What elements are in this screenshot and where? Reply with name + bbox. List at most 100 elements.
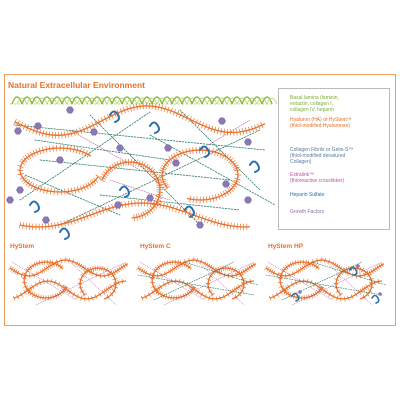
collagen-fibril — [137, 274, 255, 296]
hyaluronan-tick — [289, 262, 292, 267]
basal-arc — [166, 97, 178, 105]
hyaluronan-tick — [215, 267, 219, 273]
hyaluronan-tick — [39, 269, 44, 274]
hyaluronan-tick — [206, 278, 212, 281]
hyaluronan-tick — [231, 273, 234, 279]
hyaluronan-tick — [27, 289, 32, 294]
basal-arc — [26, 97, 38, 105]
crosslinker-line — [199, 119, 251, 151]
hyaluronan-tick — [47, 264, 51, 269]
hyaluronan-tick — [287, 263, 291, 268]
hyaluronan-tick — [170, 154, 175, 161]
hyaluronan-tick — [159, 284, 163, 290]
hyaluronan-tick — [343, 296, 346, 302]
hyaluronan-tick — [211, 148, 214, 155]
hyaluronan-tick — [151, 171, 158, 176]
basal-arc — [226, 97, 238, 105]
hyaluronan-tick — [281, 268, 286, 273]
hyaluronan-tick — [224, 189, 229, 196]
hyaluronan-tick — [85, 183, 89, 190]
basal-arc — [221, 96, 233, 105]
hyaluronan-tick — [163, 105, 167, 112]
hyaluronan-tick — [270, 269, 274, 275]
hyaluronan-tick — [231, 266, 234, 272]
hyaluronan-tick — [171, 278, 173, 284]
hyaluronan-tick — [103, 266, 106, 272]
hyaluronan-tick — [100, 117, 105, 124]
hyaluronan-tick — [211, 270, 215, 275]
hyaluronan-tick — [295, 295, 298, 300]
hyaluronan-tick — [41, 259, 43, 265]
hyaluronan-tick — [207, 263, 211, 268]
hyaluronan-tick — [19, 160, 25, 165]
hyaluronan-tick — [133, 159, 135, 166]
hyaluronan-tick — [160, 292, 164, 298]
hyaluronan-tick — [328, 292, 332, 297]
hyaluronan-tick — [140, 268, 144, 273]
hyaluronan-tick — [188, 116, 192, 123]
basal-arc — [261, 96, 273, 105]
hyaluronan-tick — [291, 282, 294, 287]
legend-basal-lamina: Basal lamina (laminin, entactin, collage… — [290, 95, 339, 113]
hyaluronan-tick — [98, 292, 102, 297]
hyaluronan-tick — [156, 273, 159, 279]
hyaluronan-tick — [240, 270, 244, 275]
hyaluronan-tick — [268, 295, 272, 301]
hyaluronan-tick — [146, 208, 151, 215]
hyaluronan-tick — [287, 284, 291, 290]
hyaluronan-tick — [64, 131, 66, 139]
hyaluronan-tick — [27, 152, 32, 159]
hyaluronan-tick — [179, 150, 182, 157]
hyaluronan-tick — [214, 149, 217, 156]
hyaluronan-tick — [213, 267, 217, 272]
hyaluronan-tick — [153, 288, 159, 292]
basal-arc — [246, 97, 258, 105]
basal-arc — [211, 96, 223, 105]
growth-factor-mark — [16, 186, 24, 194]
hyaluronan-tick — [112, 270, 116, 275]
hyaluronan-tick — [94, 120, 98, 127]
hyaluronan-tick — [23, 179, 29, 184]
hyaluronan-tick — [130, 158, 132, 166]
hyaluronan-backbone — [101, 161, 161, 219]
hyaluronan-tick — [105, 169, 110, 175]
hyaluronan-tick — [37, 294, 40, 300]
hyaluronan-tick — [234, 177, 241, 181]
growth-factor-mark — [356, 264, 360, 268]
crosslinker-line — [193, 257, 245, 306]
hyaluronan-tick — [62, 285, 67, 291]
basal-arc — [186, 97, 198, 105]
hyaluronan-tick — [309, 261, 313, 266]
basal-arc — [36, 97, 48, 105]
hyaluronan-tick — [122, 107, 126, 114]
basal-arc — [21, 96, 33, 105]
hyaluronan-tick — [316, 258, 318, 264]
hyaluronan-tick — [23, 285, 28, 288]
hyaluronan-tick — [57, 221, 60, 229]
hyaluronan-tick — [223, 128, 226, 136]
basal-arc — [16, 97, 28, 105]
growth-factor-mark — [298, 290, 302, 294]
hyaluronan-tick — [244, 267, 248, 273]
hyaluronan-tick — [220, 128, 223, 135]
hyaluronan-tick — [283, 289, 288, 294]
hyaluronan-tick — [17, 164, 24, 169]
hyaluronan-tick — [227, 188, 232, 194]
hyaluronan-tick — [196, 289, 200, 295]
hyaluronan-tick — [77, 282, 83, 285]
hyaluronan-tick — [78, 147, 82, 155]
hyaluronan-tick — [144, 270, 148, 276]
heparin-sulfate-mark — [349, 266, 358, 276]
hyaluronan-tick — [138, 267, 142, 272]
hyaluronan-tick — [55, 262, 59, 267]
hyaluronan-tick — [28, 273, 31, 279]
hyaluronan-tick — [156, 183, 163, 186]
hyaluronan-tick — [224, 154, 229, 161]
hyaluronan-tick — [320, 285, 325, 289]
hyaluronan-tick — [27, 266, 31, 271]
hyaluronan-tick — [205, 262, 209, 267]
hyaluronan-tick — [186, 291, 190, 297]
hyaluronan-tick — [294, 260, 297, 266]
hyaluronan-tick — [187, 265, 191, 270]
hyaluronan-tick — [164, 271, 167, 277]
